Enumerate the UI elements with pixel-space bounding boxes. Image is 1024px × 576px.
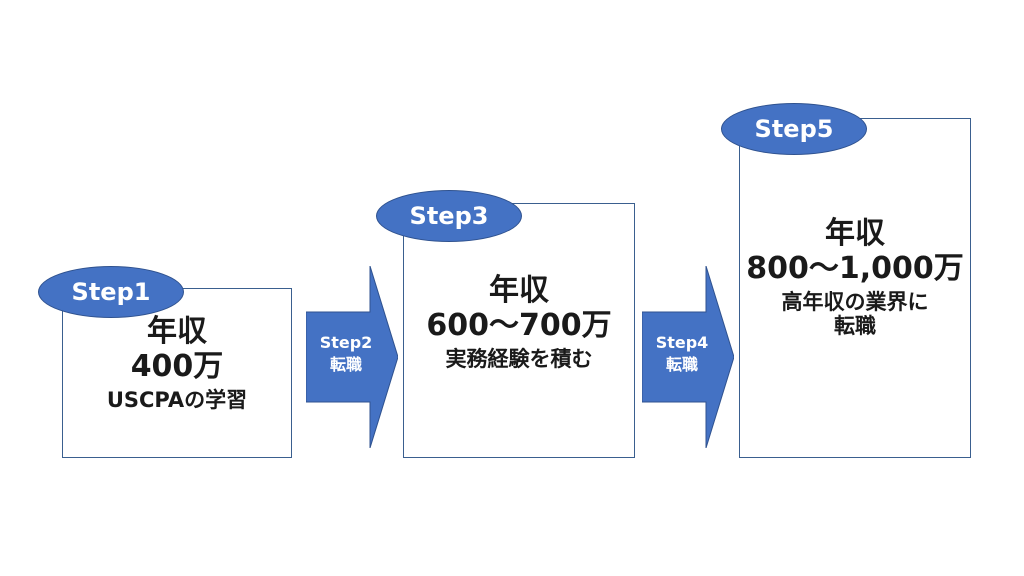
arrow-shape-icon [306,266,398,448]
step3-line-2: 600〜700万 [426,307,612,343]
step1-badge: Step1 [38,266,184,318]
step3-box: 年収 600〜700万 実務経験を積む [403,203,635,458]
step2-action: 転職 [329,354,362,374]
arrow-shape-icon [642,266,734,448]
step4-arrow: Step4 転職 [642,266,734,448]
step1-line-1: 年収 [147,314,207,349]
step1-box: 年収 400万 USCPAの学習 [62,288,292,458]
step5-box: 年収 800〜1,000万 高年収の業界に 転職 [739,118,971,458]
step2-arrow: Step2 転職 [306,266,398,448]
step2-label: Step2 [319,333,373,352]
step5-badge: Step5 [721,103,867,155]
step3-line-3: 実務経験を積む [445,347,593,371]
step5-line-2: 800〜1,000万 [746,250,964,286]
step4-action: 転職 [665,354,698,374]
step5-line-3: 高年収の業界に [781,290,929,314]
step3-line-1: 年収 [489,273,549,308]
step5-line-1: 年収 [825,216,885,251]
step1-line-3: USCPAの学習 [106,388,248,412]
step3-badge: Step3 [376,190,522,242]
step5-line-4: 転職 [834,314,876,339]
step1-line-2: 400万 [130,348,224,384]
step4-label: Step4 [655,333,709,352]
